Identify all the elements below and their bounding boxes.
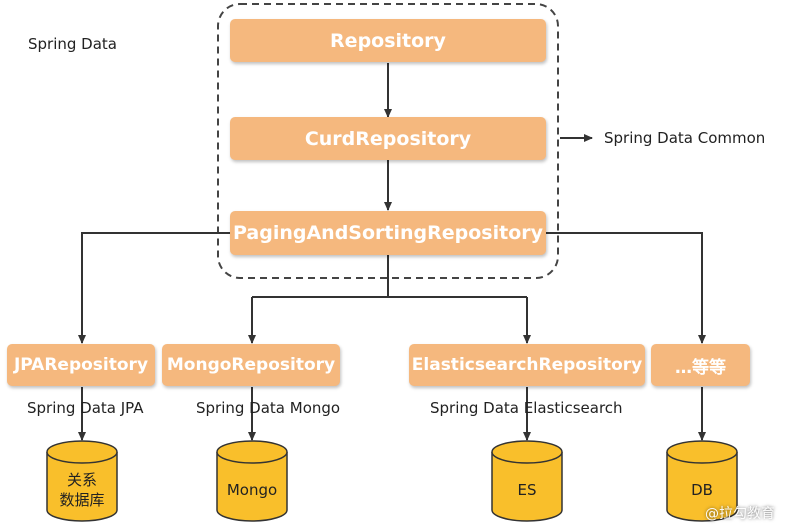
cylinder-icon (666, 440, 738, 522)
spring-data-common-group (217, 3, 559, 279)
arrow-to-etc (546, 232, 706, 344)
generic-db-text: DB (691, 481, 713, 499)
paging-sorting-repository-box: PagingAndSortingRepository (230, 211, 546, 255)
repository-box: Repository (230, 19, 546, 62)
cylinder-icon (491, 440, 563, 522)
etc-box: …等等 (651, 344, 750, 386)
curd-repository-box: CurdRepository (230, 117, 546, 160)
jpa-repository-box: JPARepository (7, 344, 155, 386)
es-db-cylinder: ES (491, 440, 563, 522)
relational-db-text: 关系 数据库 (59, 471, 105, 509)
arrow-to-jpa (78, 232, 230, 344)
spring-data-mongo-label: Spring Data Mongo (196, 399, 341, 417)
cylinder-icon (216, 440, 288, 522)
mongo-repository-box: MongoRepository (162, 344, 340, 386)
elasticsearch-repository-box: ElasticsearchRepository (409, 344, 645, 386)
spring-data-title: Spring Data (28, 35, 117, 53)
mongo-db-text: Mongo (226, 481, 278, 499)
generic-db-cylinder: DB (666, 440, 738, 522)
mongo-db-cylinder: Mongo (216, 440, 288, 522)
spring-data-common-label: Spring Data Common (604, 129, 766, 147)
relational-db-cylinder: 关系 数据库 (46, 440, 118, 522)
es-db-text: ES (517, 481, 537, 499)
spring-data-elasticsearch-label: Spring Data Elasticsearch (430, 399, 623, 417)
spring-data-jpa-label: Spring Data JPA (27, 399, 144, 417)
watermark: @拉勾教育 (705, 506, 775, 522)
cylinder-icon (46, 440, 118, 522)
